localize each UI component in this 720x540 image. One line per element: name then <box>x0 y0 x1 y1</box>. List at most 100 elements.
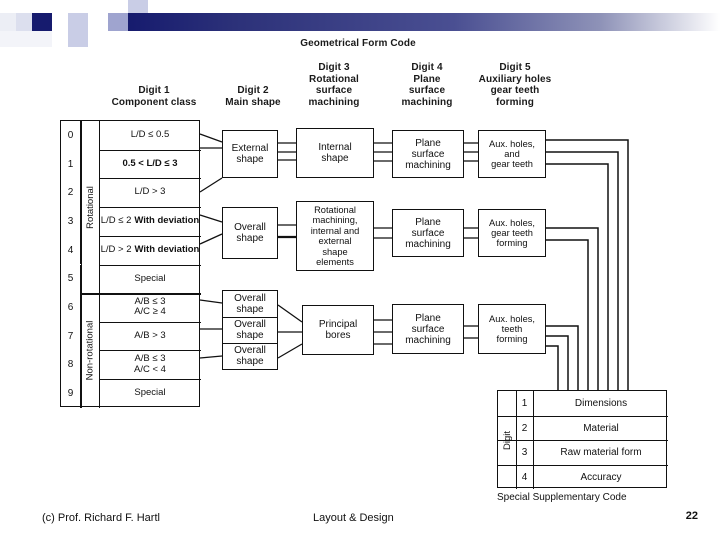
class-row-text-3: L/D ≤ 2 With deviation <box>99 207 201 236</box>
component-class-table: Rotational Non-rotational 0 L/D ≤ 0.5 1 … <box>60 120 201 408</box>
box-aux-holes-gear-teeth[interactable]: Aux. holes, and gear teeth <box>478 130 546 178</box>
box-overall-shape-stack[interactable]: Overall shape Overall shape Overall shap… <box>222 290 278 370</box>
group-label-non-rotational-text: Non-rotational <box>84 320 96 381</box>
box-overall-shape-2[interactable]: Overall shape <box>223 291 277 317</box>
footer-page-number: 22 <box>685 510 698 522</box>
box-aux-holes-teeth-forming-label: Aux. holes, teeth forming <box>489 314 535 344</box>
box-overall-shape-4[interactable]: Overall shape <box>223 342 277 369</box>
header-digit-5-line2: Auxiliary holes <box>478 73 552 85</box>
class-row-3-split: L/D ≤ 2 With deviation <box>99 216 201 227</box>
supp-row-1-num-text: 1 <box>521 397 528 409</box>
deco-square-13 <box>88 31 108 47</box>
class-row-num-4-text: 4 <box>67 244 74 256</box>
header-digit-4-line4: machining <box>401 96 453 108</box>
class-row-text-6-value: A/B ≤ 3 A/C ≥ 4 <box>134 295 166 318</box>
class-row-num-3: 3 <box>61 207 81 236</box>
class-row-num-1-text: 1 <box>67 158 74 170</box>
footer-author: (c) Prof. Richard F. Hartl <box>42 512 160 524</box>
deco-square-4 <box>52 13 68 31</box>
class-row-num-7: 7 <box>61 321 81 351</box>
class-row-sep-2 <box>99 178 201 180</box>
class-row-text-6: A/B ≤ 3 A/C ≥ 4 <box>99 293 201 322</box>
supp-row-4-num-text: 4 <box>521 471 528 483</box>
class-row-text-7-value: A/B > 3 <box>134 329 166 341</box>
class-row-num-8: 8 <box>61 350 81 380</box>
class-row-num-8-text: 8 <box>67 359 74 371</box>
class-row-num-0: 0 <box>61 121 81 150</box>
class-row-num-7-text: 7 <box>67 330 74 342</box>
class-row-text-9-value: Special <box>134 387 166 399</box>
supplementary-code-table: Digit 1 Dimensions 2 Material 3 Raw mate… <box>497 390 668 489</box>
supp-row-3-num: 3 <box>516 441 534 465</box>
box-overall-shape-1[interactable]: Overall shape <box>222 207 278 259</box>
supp-row-3: 3 Raw material form <box>498 440 668 465</box>
supp-row-4-num: 4 <box>516 465 534 489</box>
group-divider <box>81 293 201 295</box>
supp-row-1-num: 1 <box>516 391 534 416</box>
header-digit-3-line2: Rotational <box>309 73 359 85</box>
class-row-text-5-value: Special <box>134 272 166 284</box>
box-overall-shape-2-label: Overall shape <box>234 292 266 315</box>
box-external-shape-label: External shape <box>231 143 269 165</box>
class-row-note-3: With deviation <box>134 215 200 227</box>
supp-row-2-num: 2 <box>516 416 534 440</box>
class-row-text-4-value: L/D > 2 <box>100 243 132 255</box>
header-digit-4: Digit 4 Plane surface machining <box>384 62 470 108</box>
class-row-text-5: Special <box>99 265 201 294</box>
box-plane-surface-machining-3[interactable]: Plane surface machining <box>392 304 464 354</box>
box-overall-shape-4-label: Overall shape <box>234 345 266 368</box>
box-principal-bores[interactable]: Principal bores <box>302 305 374 355</box>
box-aux-holes-teeth-forming[interactable]: Aux. holes, teeth forming <box>478 304 546 354</box>
box-rotational-machining-label: Rotational machining, internal and exter… <box>310 204 360 268</box>
class-row-num-5: 5 <box>61 264 81 293</box>
class-row-num-0-text: 0 <box>67 129 74 141</box>
class-row-num-1: 1 <box>61 149 81 179</box>
header-digit-1-line2: Component class <box>111 96 197 108</box>
box-external-shape[interactable]: External shape <box>222 130 278 178</box>
class-row-sep-1 <box>99 149 201 151</box>
box-rotational-machining[interactable]: Rotational machining, internal and exter… <box>296 201 374 271</box>
table-divider-num <box>81 121 82 408</box>
supp-row-2-num-text: 2 <box>521 422 528 434</box>
class-row-text-4: L/D > 2 With deviation <box>99 236 201 265</box>
class-row-num-4: 4 <box>61 235 81 265</box>
class-row-text-9: Special <box>99 379 201 408</box>
diagram-title-text: Geometrical Form Code <box>300 38 416 49</box>
supplementary-caption: Special Supplementary Code <box>497 492 627 503</box>
supp-row-4: 4 Accuracy <box>498 464 668 489</box>
header-digit-3: Digit 3 Rotational surface machining <box>288 62 380 108</box>
group-label-rotational-text: Rotational <box>84 185 96 229</box>
header-digit-5-line1: Digit 5 <box>499 62 531 73</box>
header-digit-1: Digit 1 Component class <box>96 85 212 108</box>
deco-square-8 <box>128 0 148 13</box>
deco-square-7 <box>108 13 128 31</box>
box-internal-shape[interactable]: Internal shape <box>296 128 374 178</box>
slide-footer: (c) Prof. Richard F. Hartl Layout & Desi… <box>0 505 720 540</box>
supp-row-1: 1 Dimensions <box>498 391 668 416</box>
diagram-title: Geometrical Form Code <box>258 38 458 50</box>
class-row-sep-3 <box>99 207 201 209</box>
header-digit-5-line3: gear teeth <box>490 85 540 96</box>
header-digit-3-line4: machining <box>308 96 360 108</box>
class-row-num-6: 6 <box>61 293 81 322</box>
deco-square-6 <box>88 13 108 31</box>
class-row-text-2-value: L/D > 3 <box>134 186 166 198</box>
supp-row-1-text-value: Dimensions <box>574 397 628 409</box>
header-digit-2-line1: Digit 2 <box>237 85 269 96</box>
box-plane-surface-machining-2[interactable]: Plane surface machining <box>392 209 464 257</box>
box-overall-shape-3[interactable]: Overall shape <box>223 316 277 343</box>
box-plane-surface-machining-1[interactable]: Plane surface machining <box>392 130 464 178</box>
supp-row-3-text: Raw material form <box>534 441 668 465</box>
deco-square-10 <box>68 31 88 47</box>
class-row-4-split: L/D > 2 With deviation <box>99 243 201 256</box>
class-row-text-0-value: L/D ≤ 0.5 <box>130 129 170 141</box>
class-row-text-8-value: A/B ≤ 3 A/C < 4 <box>134 353 166 375</box>
deco-square-9 <box>108 0 128 13</box>
class-row-sep-4 <box>99 235 201 237</box>
class-row-text-3-value: L/D ≤ 2 <box>100 215 132 227</box>
supp-row-3-text-value: Raw material form <box>560 447 642 459</box>
supp-row-1-text: Dimensions <box>534 391 668 416</box>
box-aux-holes-gear-teeth-forming[interactable]: Aux. holes, gear teeth forming <box>478 209 546 257</box>
supp-row-3-num-text: 3 <box>521 447 528 459</box>
header-digit-3-line1: Digit 3 <box>318 62 350 73</box>
